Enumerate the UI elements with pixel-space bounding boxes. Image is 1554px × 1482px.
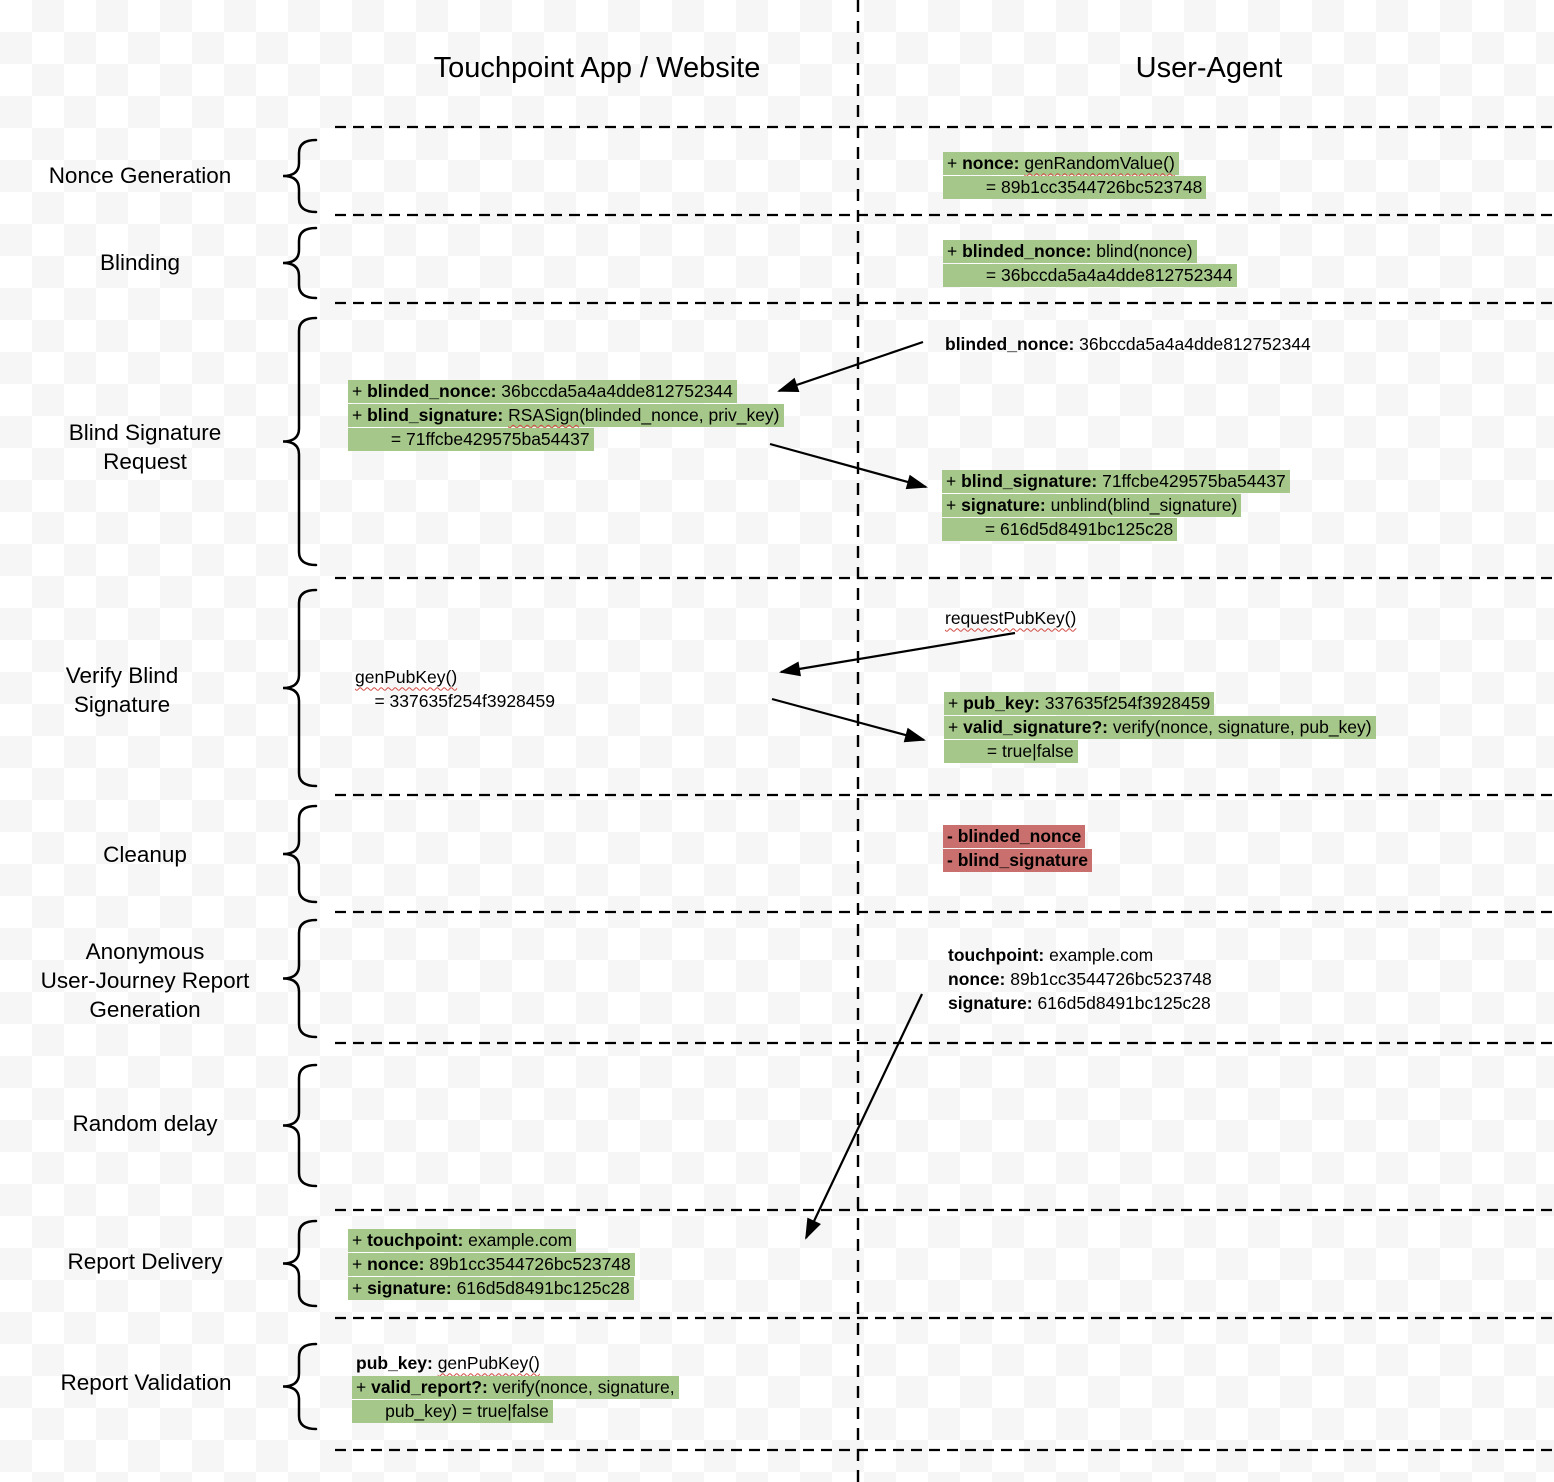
highlighted-text: - blinded_nonce: [943, 825, 1086, 849]
block-ua-verify-signature-line-0: + pub_key: 337635f254f3928459: [944, 692, 1376, 716]
section-label-blind-signature-request: Blind Signature Request: [68, 420, 222, 474]
block-ua-blind-nonce-line-0: + blinded_nonce: blind(nonce): [943, 240, 1237, 264]
block-ua-report-content: touchpoint: example.com nonce: 89b1cc3544…: [944, 944, 1216, 1015]
block-ua-cleanup-line-1: - blind_signature: [943, 849, 1092, 873]
arrow-request-pubkey-to-touchpoint: [779, 631, 1016, 677]
plain-text: blinded_nonce: 36bccda5a4a4dde812752344: [945, 334, 1311, 355]
plain-text: touchpoint: example.com: [948, 945, 1154, 966]
arrow-report-to-touchpoint: [805, 993, 923, 1240]
highlighted-text: + signature: 616d5d8491bc125c28: [348, 1276, 634, 1300]
arrow-blinded-nonce-to-touchpoint: [777, 340, 924, 393]
block-ua-report-content-line-1: nonce: 89b1cc3544726bc523748: [944, 968, 1216, 992]
block-ua-unblind: + blind_signature: 71ffcbe429575ba54437+…: [942, 470, 1290, 541]
section-brace-verify-blind-signature: [282, 588, 318, 788]
plain-text: = 337635f254f3928459: [355, 691, 555, 712]
highlighted-text: + signature: unblind(blind_signature): [942, 494, 1242, 518]
highlighted-text: - blind_signature: [943, 849, 1092, 873]
highlighted-text: + nonce: 89b1cc3544726bc523748: [348, 1253, 635, 1277]
block-tp-gen-pubkey: genPubKey() = 337635f254f3928459: [351, 666, 559, 714]
block-tp-blind-sign-line-0: + blinded_nonce: 36bccda5a4a4dde81275234…: [348, 380, 784, 404]
block-ua-blind-nonce: + blinded_nonce: blind(nonce) = 36bccda5…: [943, 240, 1237, 288]
section-label-cleanup: Cleanup: [103, 841, 187, 867]
block-ua-report-content-line-0: touchpoint: example.com: [944, 944, 1216, 968]
plain-text: signature: 616d5d8491bc125c28: [948, 992, 1211, 1013]
block-tp-blind-sign: + blinded_nonce: 36bccda5a4a4dde81275234…: [348, 380, 784, 451]
block-ua-request-pubkey: requestPubKey(): [941, 607, 1080, 631]
block-ua-verify-signature-line-1: + valid_signature?: verify(nonce, signat…: [944, 716, 1376, 740]
highlighted-text: + blinded_nonce: blind(nonce): [943, 240, 1197, 264]
block-ua-request-pubkey-line-0: requestPubKey(): [941, 607, 1080, 631]
block-tp-validate-report-line-2: pub_key) = true|false: [352, 1399, 679, 1424]
block-tp-blind-sign-line-2: = 71ffcbe429575ba54437: [348, 427, 784, 452]
highlighted-text: + blinded_nonce: 36bccda5a4a4dde81275234…: [348, 380, 737, 404]
block-ua-unblind-line-1: + signature: unblind(blind_signature): [942, 494, 1290, 518]
highlighted-text: + blind_signature: RSASign(blinded_nonce…: [348, 404, 784, 428]
block-ua-unblind-line-0: + blind_signature: 71ffcbe429575ba54437: [942, 470, 1290, 494]
plain-text: requestPubKey(): [945, 608, 1077, 629]
highlighted-text: + valid_report?: verify(nonce, signature…: [352, 1376, 679, 1400]
block-tp-validate-report-line-1: + valid_report?: verify(nonce, signature…: [352, 1376, 679, 1400]
highlighted-text: pub_key) = true|false: [352, 1399, 553, 1423]
block-ua-gen-nonce-line-0: + nonce: genRandomValue(): [943, 152, 1206, 176]
block-ua-blind-nonce-line-1: = 36bccda5a4a4dde812752344: [943, 264, 1237, 288]
block-tp-report-received-line-1: + nonce: 89b1cc3544726bc523748: [348, 1253, 635, 1277]
block-ua-gen-nonce: + nonce: genRandomValue() = 89b1cc354472…: [943, 152, 1207, 200]
block-ua-gen-nonce-line-1: = 89b1cc3544726bc523748: [943, 176, 1207, 200]
section-label-report-validation: Report Validation: [60, 1369, 232, 1395]
highlighted-text: + valid_signature?: verify(nonce, signat…: [944, 716, 1376, 740]
highlighted-text: + pub_key: 337635f254f3928459: [944, 692, 1215, 716]
highlighted-text: + nonce: genRandomValue(): [943, 152, 1179, 176]
highlighted-text: = 89b1cc3544726bc523748: [943, 176, 1207, 200]
block-ua-verify-signature-line-2: = true|false: [944, 739, 1376, 764]
plain-text: nonce: 89b1cc3544726bc523748: [948, 969, 1212, 990]
block-tp-blind-sign-line-1: + blind_signature: RSASign(blinded_nonce…: [348, 404, 784, 428]
plain-text: genPubKey(): [355, 667, 458, 688]
block-tp-report-received: + touchpoint: example.com+ nonce: 89b1cc…: [348, 1229, 635, 1300]
section-label-anonymous-report-generation: Anonymous User-Journey Report Generation: [40, 938, 250, 1022]
plain-text: pub_key: genPubKey(): [356, 1353, 540, 1374]
highlighted-text: = 71ffcbe429575ba54437: [348, 427, 594, 451]
highlighted-text: = true|false: [944, 739, 1078, 763]
block-ua-verify-signature: + pub_key: 337635f254f3928459+ valid_sig…: [944, 692, 1376, 763]
column-header-user-agent: User-Agent: [1135, 52, 1283, 84]
column-header-touchpoint: Touchpoint App / Website: [433, 52, 761, 84]
highlighted-text: + touchpoint: example.com: [348, 1229, 577, 1253]
block-ua-cleanup-line-0: - blinded_nonce: [943, 825, 1092, 849]
block-tp-report-received-line-2: + signature: 616d5d8491bc125c28: [348, 1276, 635, 1301]
block-ua-unblind-line-2: = 616d5d8491bc125c28: [942, 517, 1290, 542]
section-label-report-delivery: Report Delivery: [67, 1248, 223, 1274]
section-label-verify-blind-signature: Verify Blind Signature: [65, 663, 179, 717]
block-ua-blinded-nonce-note-line-0: blinded_nonce: 36bccda5a4a4dde812752344: [941, 333, 1315, 357]
block-ua-report-content-line-2: signature: 616d5d8491bc125c28: [944, 992, 1216, 1016]
block-tp-gen-pubkey-line-1: = 337635f254f3928459: [351, 690, 559, 714]
highlighted-text: = 616d5d8491bc125c28: [942, 517, 1178, 541]
block-tp-validate-report-line-0: pub_key: genPubKey(): [352, 1352, 679, 1376]
section-label-nonce-generation: Nonce Generation: [48, 162, 232, 188]
block-ua-cleanup: - blinded_nonce- blind_signature: [943, 825, 1092, 873]
block-tp-validate-report: pub_key: genPubKey()+ valid_report?: ver…: [352, 1352, 679, 1423]
section-label-blinding: Blinding: [99, 249, 181, 275]
block-tp-gen-pubkey-line-0: genPubKey(): [351, 666, 559, 690]
block-ua-blinded-nonce-note: blinded_nonce: 36bccda5a4a4dde812752344: [941, 333, 1315, 357]
section-label-random-delay: Random delay: [72, 1110, 218, 1136]
highlighted-text: = 36bccda5a4a4dde812752344: [943, 264, 1237, 288]
highlighted-text: + blind_signature: 71ffcbe429575ba54437: [942, 470, 1290, 494]
arrow-blind-signature-to-user-agent: [769, 442, 928, 490]
arrow-pubkey-to-user-agent: [771, 697, 926, 743]
block-tp-report-received-line-0: + touchpoint: example.com: [348, 1229, 635, 1253]
